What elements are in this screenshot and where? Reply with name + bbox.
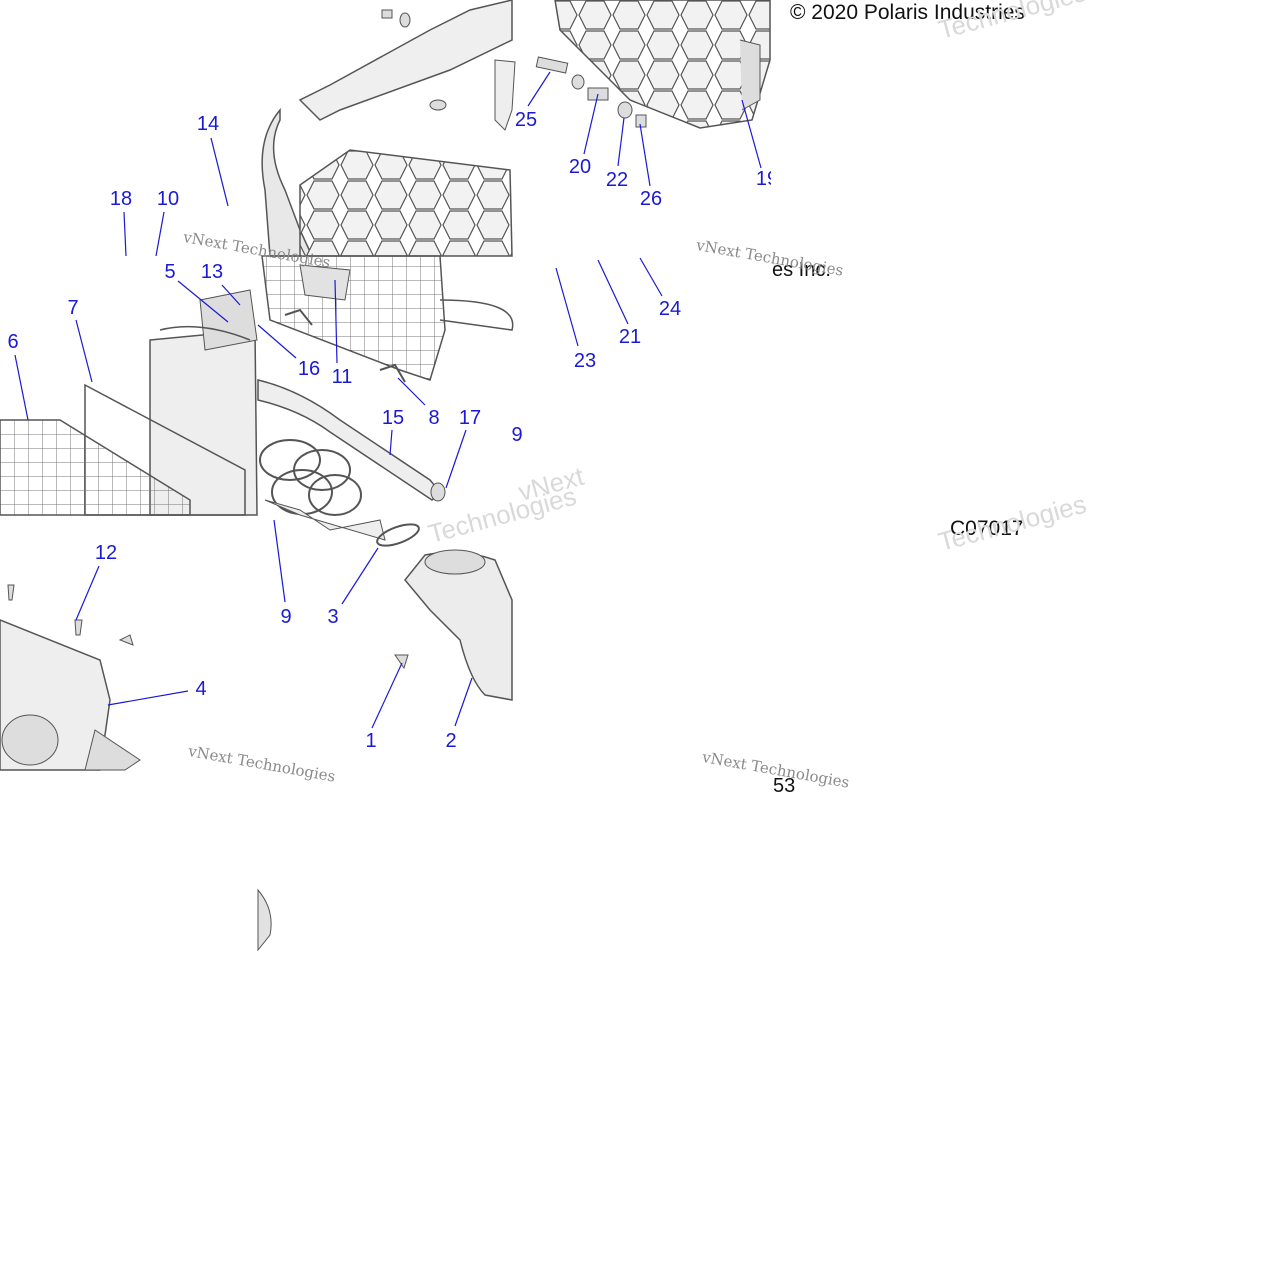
- boot-clamps-part: [259, 439, 420, 547]
- copyright-clip: © 2020 Polaris Industries Inc.: [790, 2, 1028, 28]
- callout-1: 1: [365, 730, 377, 752]
- callout-8: 8: [428, 407, 440, 429]
- callout-7: 7: [67, 297, 79, 319]
- callout-21: 21: [618, 326, 642, 348]
- callout-5: 5: [164, 261, 176, 283]
- callout-12: 12: [94, 542, 118, 564]
- callout-22: 22: [605, 169, 629, 191]
- callout-13: 13: [200, 261, 224, 283]
- callout-17: 17: [458, 407, 482, 429]
- callout-15: 15: [381, 407, 405, 429]
- callout-20: 20: [568, 156, 592, 178]
- callout-9: 9: [280, 606, 292, 628]
- callout-3: 3: [327, 606, 339, 628]
- callout-11: 11: [331, 366, 353, 388]
- leader-lines: [14, 71, 762, 729]
- callout-9-fragment: 9: [511, 424, 523, 446]
- callout-19: 19: [755, 168, 771, 190]
- drawing-code-clip: C07017: [950, 517, 1029, 543]
- callout-24: 24: [658, 298, 682, 320]
- copyright-fragment: es Inc.: [772, 259, 831, 281]
- callout-25: 25: [514, 109, 538, 131]
- callout-23: 23: [573, 350, 597, 372]
- callout-6: 6: [7, 331, 19, 353]
- airbox-lid-part: [554, 0, 771, 129]
- callout-26: 26: [639, 188, 663, 210]
- callout-4: 4: [195, 678, 207, 700]
- hardware-parts: [535, 56, 647, 128]
- copyright-fragment-clip: es Inc.: [772, 258, 832, 282]
- page-number: 53: [773, 775, 796, 797]
- airbox-housing-part: [0, 584, 141, 771]
- callout-19-clip: 19: [755, 166, 771, 192]
- duct-fragment-part: [257, 888, 272, 952]
- intake-duct-part: [261, 0, 516, 257]
- copyright-text: © 2020 Polaris Industries Inc.: [790, 2, 1028, 24]
- callout-10: 10: [156, 188, 180, 210]
- callout-16: 16: [297, 358, 321, 380]
- drawing-code: C07017: [950, 517, 1024, 540]
- callout-14: 14: [196, 113, 220, 135]
- airbox-base-part: [257, 255, 514, 502]
- air-filter-part: [0, 289, 258, 516]
- elbow-duct-part: [394, 549, 513, 701]
- callout-2: 2: [445, 730, 457, 752]
- callout-18: 18: [109, 188, 133, 210]
